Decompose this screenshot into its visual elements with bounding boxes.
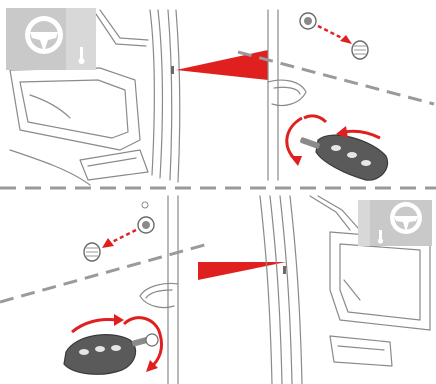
door-edge-top — [268, 10, 306, 180]
pull-arrow-bottom — [102, 230, 136, 248]
steering-wheel-icon — [25, 16, 63, 54]
removed-cap-top — [352, 41, 368, 59]
door-cap-bottom — [138, 202, 154, 233]
key-fob-top — [300, 135, 388, 180]
steering-wheel-icon — [390, 202, 422, 234]
callout-pointer-top — [176, 50, 268, 80]
insert-arrow-bottom — [72, 314, 124, 332]
callout-pointer-bottom — [198, 262, 286, 280]
door-cap-top — [300, 13, 316, 29]
insert-arrow-top — [336, 126, 380, 138]
top-panel — [6, 8, 434, 185]
removed-cap-bottom — [84, 243, 100, 261]
bottom-panel — [0, 196, 432, 384]
steering-wheel-badge-bottom — [358, 200, 432, 246]
key-fob-bottom — [64, 334, 158, 374]
divider-diagonal-bottom — [0, 244, 208, 302]
steering-wheel-badge-top — [6, 8, 96, 70]
pull-arrow-top — [318, 26, 352, 44]
